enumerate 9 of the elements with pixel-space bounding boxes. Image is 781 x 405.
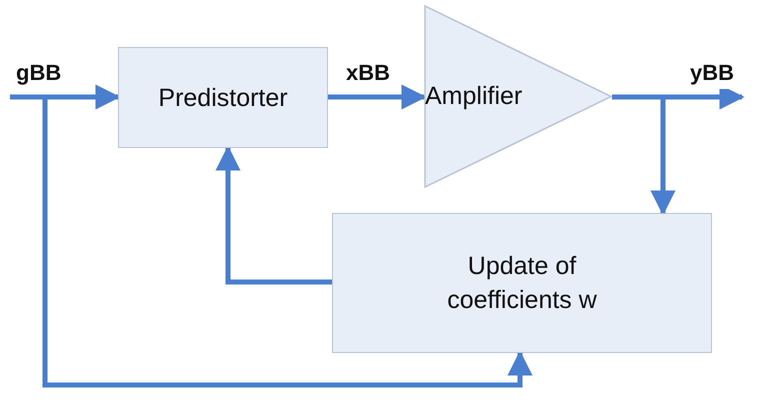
arrow [216, 146, 332, 284]
node-label: Amplifier [425, 80, 522, 112]
node-label: Update of coefficients w [446, 251, 598, 316]
arrow [10, 84, 120, 110]
process-box [332, 213, 712, 353]
node-label: Predistorter [157, 82, 289, 114]
arrow [42, 97, 532, 388]
arrow [328, 84, 426, 110]
process-box [118, 47, 328, 148]
